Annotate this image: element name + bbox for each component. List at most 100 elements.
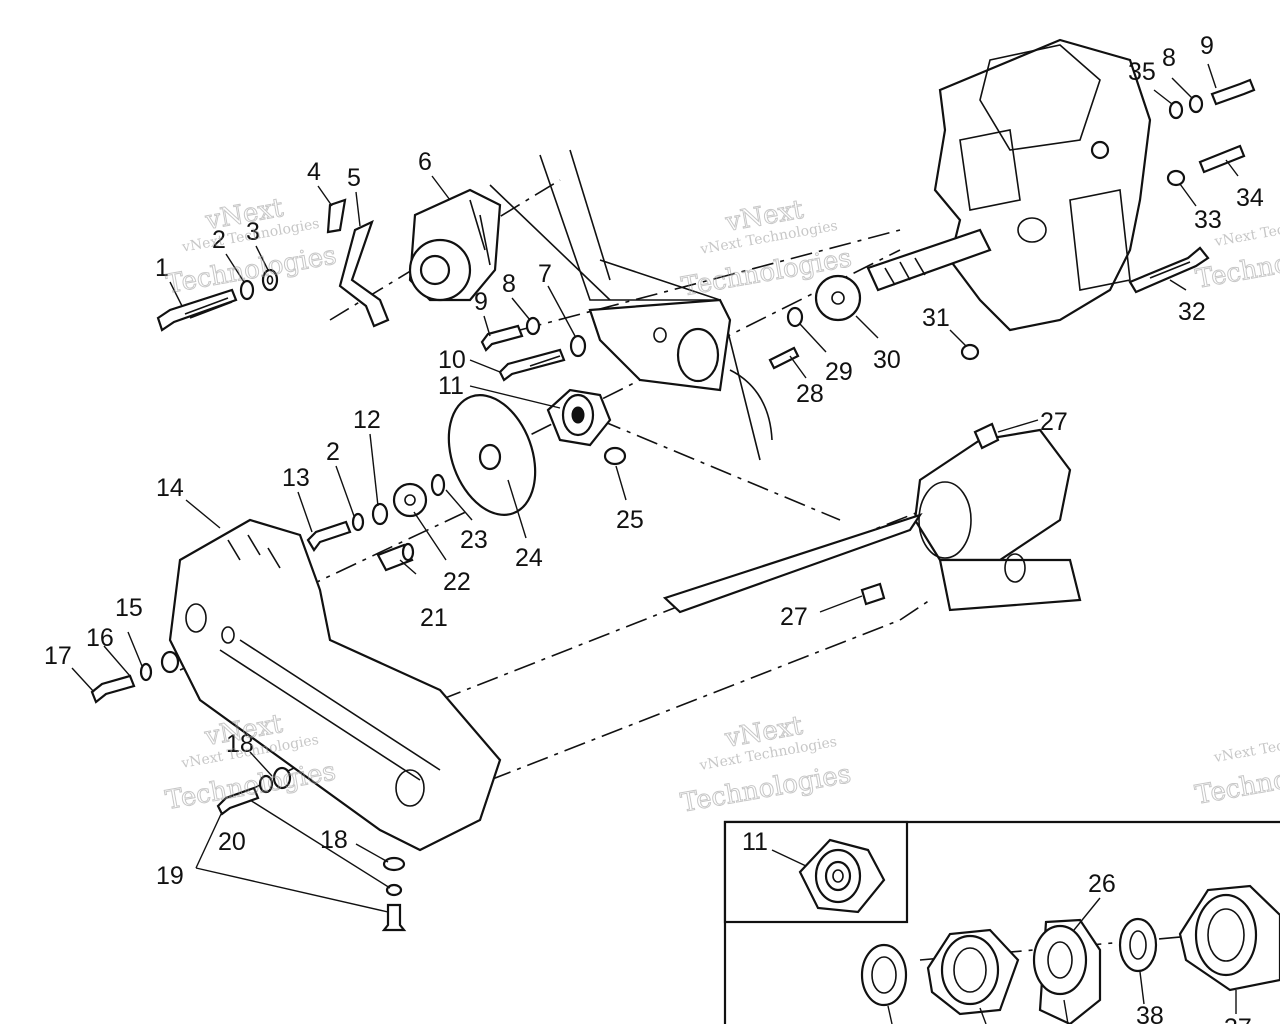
- callout-11b: 11: [742, 828, 768, 856]
- callout-13: 13: [282, 464, 310, 492]
- bolt-28: [768, 346, 800, 370]
- inset-flange-right: [1178, 884, 1280, 992]
- callout-32: 32: [1178, 298, 1206, 326]
- callout-18a: 18: [226, 730, 254, 758]
- watermark-text: vNext Technologies: [1212, 726, 1280, 766]
- callout-26: 26: [1088, 870, 1116, 898]
- bolt-32: [1128, 246, 1210, 294]
- washer-18-bottom: [382, 856, 406, 872]
- callout-8: 8: [502, 270, 516, 298]
- callout-31: 31: [922, 304, 950, 332]
- inset-bearing-26: [1032, 918, 1102, 1024]
- washer-8b: [1188, 94, 1204, 114]
- washer-2b: [351, 512, 365, 532]
- callout-3: 3: [246, 218, 260, 246]
- motor-6: [408, 188, 502, 302]
- callout-37: 37: [1224, 1014, 1252, 1024]
- callout-22: 22: [443, 568, 471, 596]
- nut-25: [603, 446, 627, 466]
- callout-19: 19: [156, 862, 184, 890]
- washer-35: [1168, 100, 1184, 120]
- washer-15: [160, 650, 180, 674]
- callout-11: 11: [438, 372, 464, 400]
- callout-1: 1: [155, 254, 169, 282]
- bracket-5: [338, 219, 390, 328]
- washer-23: [430, 473, 446, 497]
- callout-24: 24: [515, 544, 543, 572]
- inset-leaders: [771, 849, 1237, 1024]
- washer-20: [258, 774, 274, 794]
- callout-9b: 9: [1200, 32, 1214, 60]
- callout-28: 28: [796, 380, 824, 408]
- drive-belt: [662, 512, 923, 614]
- guard-14: [168, 518, 502, 852]
- watermark-text: vNext Technologies: [1212, 210, 1280, 250]
- bolt-9: [480, 324, 524, 352]
- callout-16: 16: [86, 624, 114, 652]
- bolt-1: [156, 288, 238, 332]
- washer-20b: [385, 883, 403, 897]
- callout-14: 14: [156, 474, 184, 502]
- washer-7: [569, 334, 587, 358]
- washer-2: [239, 279, 255, 301]
- callout-17: 17: [44, 642, 72, 670]
- washer-12: [371, 502, 389, 526]
- bolt-34: [1198, 144, 1246, 174]
- inset-flange-left: [926, 928, 1020, 1016]
- nut-33: [1166, 169, 1186, 187]
- bolt-9b: [1210, 78, 1256, 106]
- callout-2: 2: [212, 226, 226, 254]
- washer-8: [525, 316, 541, 336]
- sprocket-22: [392, 482, 428, 518]
- engine-block: [933, 38, 1152, 332]
- bolt-13: [306, 520, 352, 552]
- inset-bearing-38: [1118, 917, 1158, 973]
- wire-lead: [729, 369, 773, 441]
- callout-23: 23: [460, 526, 488, 554]
- inset-bearing-11: [798, 838, 886, 914]
- callout-27a: 27: [1040, 408, 1068, 436]
- sprocket-30: [814, 274, 862, 322]
- callout-25: 25: [616, 506, 644, 534]
- shaft: [866, 228, 992, 292]
- leader-lines: [71, 63, 1239, 913]
- washer-18-top: [272, 766, 292, 790]
- callout-18b: 18: [320, 826, 348, 854]
- callout-38: 38: [1136, 1002, 1164, 1024]
- callout-21: 21: [420, 604, 448, 632]
- callout-35: 35: [1128, 58, 1156, 86]
- washer-16: [139, 662, 153, 682]
- callout-8b: 8: [1162, 44, 1176, 72]
- washer-29: [786, 306, 804, 328]
- bearing-11: [546, 388, 612, 447]
- callout-7: 7: [538, 260, 552, 288]
- callout-20: 20: [218, 828, 246, 856]
- clutch-housing: [913, 428, 1082, 612]
- frame-outline: [489, 149, 761, 461]
- bolt-19: [216, 786, 260, 816]
- callout-6: 6: [418, 148, 432, 176]
- bolt-10: [498, 348, 566, 382]
- callout-4: 4: [307, 158, 321, 186]
- callout-33: 33: [1194, 206, 1222, 234]
- plate-mount: [588, 298, 732, 392]
- callout-2b: 2: [326, 438, 340, 466]
- callout-30: 30: [873, 346, 901, 374]
- callout-29: 29: [825, 358, 853, 386]
- callout-34: 34: [1236, 184, 1264, 212]
- washer-3: [261, 268, 279, 292]
- callout-labels: 1 2 3 4 5 6 7 8 9 10 11 12 13 2 14 15 16…: [44, 32, 1264, 1024]
- inset-seal: [860, 943, 908, 1007]
- callout-12: 12: [353, 406, 381, 434]
- spacer-21: [376, 542, 415, 572]
- callout-10: 10: [438, 346, 466, 374]
- callout-27b: 27: [780, 603, 808, 631]
- bolt-17: [90, 674, 136, 704]
- callout-9: 9: [474, 288, 488, 316]
- bracket-4: [326, 198, 347, 234]
- callout-5: 5: [347, 164, 361, 192]
- clip-27a: [973, 422, 1000, 450]
- callout-15: 15: [115, 594, 143, 622]
- nut-31: [960, 343, 980, 361]
